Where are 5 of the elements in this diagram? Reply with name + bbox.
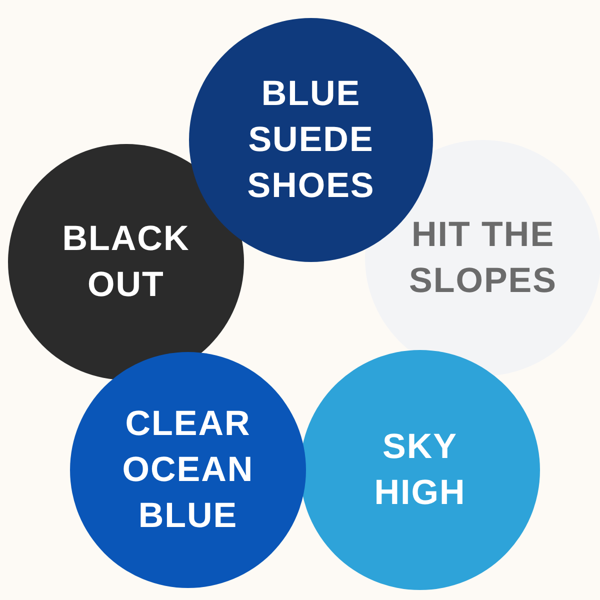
circle-label: CLEAR OCEAN BLUE bbox=[121, 403, 255, 537]
circle-label: SKY HIGH bbox=[373, 426, 467, 514]
circle-label: HIT THE SLOPES bbox=[408, 214, 558, 302]
circle-label: BLACK OUT bbox=[61, 218, 191, 306]
circle-label: BLUE SUEDE SHOES bbox=[246, 73, 376, 207]
